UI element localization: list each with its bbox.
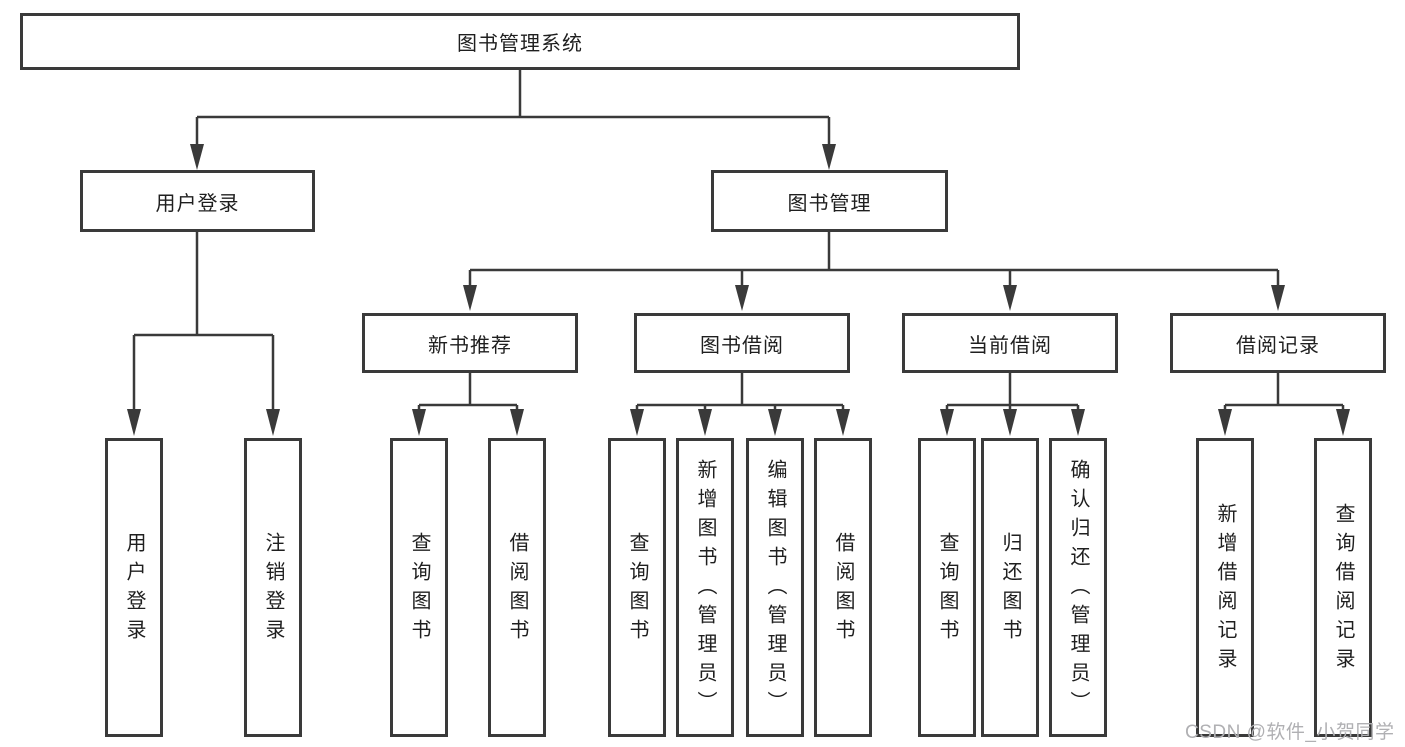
arrowhead-login-leaf1 [266,409,280,436]
leaf-label: 新增借阅记录 [1214,502,1236,677]
arrowhead-g2l0 [940,409,954,436]
leaf-query-book-2: 查询图书 [608,438,666,737]
arrowhead-login-leaf0 [127,409,141,436]
node-borrow-records: 借阅记录 [1170,313,1386,373]
leaf-borrow-book-1: 借阅图书 [488,438,546,737]
leaf-label: 查询图书 [408,531,430,648]
arrowhead-g3l0 [1218,409,1232,436]
leaf-label: 查询图书 [626,531,648,648]
leaf-logout: 注销登录 [244,438,302,737]
arrowhead-g1l1 [698,409,712,436]
arrowhead-g1l2 [768,409,782,436]
leaf-label: 借阅图书 [506,531,528,648]
node-label: 图书管理 [787,192,872,215]
leaf-return-book: 归还图书 [981,438,1039,737]
node-book-borrow: 图书借阅 [634,313,850,373]
arrowhead-g1l3 [836,409,850,436]
leaf-edit-book-admin: 编辑图书（管理员） [746,438,804,737]
leaf-label: 确认归还（管理员） [1067,459,1089,720]
leaf-label: 用户登录 [123,531,145,648]
node-label: 用户登录 [155,192,240,215]
arrowhead-g2l2 [1071,409,1085,436]
arrowhead-g2l1 [1003,409,1017,436]
leaf-label: 归还图书 [999,531,1021,648]
arrowhead-mgmt [822,144,836,170]
leaf-label: 查询借阅记录 [1332,502,1354,677]
leaf-confirm-return-admin: 确认归还（管理员） [1049,438,1107,737]
node-current-borrow: 当前借阅 [902,313,1118,373]
arrowhead-g0 [463,285,477,311]
arrowhead-g1 [735,285,749,311]
leaf-query-book-3: 查询图书 [918,438,976,737]
leaf-add-book-admin: 新增图书（管理员） [676,438,734,737]
node-label: 新书推荐 [428,334,512,357]
leaf-query-book-1: 查询图书 [390,438,448,737]
arrowhead-g0l0 [412,409,426,436]
leaf-query-borrow-record: 查询借阅记录 [1314,438,1372,737]
leaf-label: 新增图书（管理员） [694,459,716,720]
arrowhead-g0l1 [510,409,524,436]
leaf-label: 借阅图书 [832,531,854,648]
node-label: 借阅记录 [1236,334,1320,357]
csdn-watermark: CSDN @软件_小贺同学 [1185,722,1395,743]
leaf-add-borrow-record: 新增借阅记录 [1196,438,1254,737]
arrowhead-g3 [1271,285,1285,311]
arrowhead-g3l1 [1336,409,1350,436]
node-label: 图书借阅 [700,334,784,357]
node-label: 当前借阅 [968,334,1052,357]
leaf-label: 编辑图书（管理员） [764,459,786,720]
arrowhead-g2 [1003,285,1017,311]
leaf-label: 注销登录 [262,531,284,648]
leaf-user-login: 用户登录 [105,438,163,737]
node-book-management: 图书管理 [711,170,948,232]
leaf-borrow-book-2: 借阅图书 [814,438,872,737]
arrowhead-login [190,144,204,170]
node-system-root: 图书管理系统 [20,13,1020,70]
leaf-label: 查询图书 [936,531,958,648]
arrowhead-g1l0 [630,409,644,436]
node-new-book-recommend: 新书推荐 [362,313,578,373]
node-label: 图书管理系统 [457,33,583,55]
node-user-login: 用户登录 [80,170,315,232]
